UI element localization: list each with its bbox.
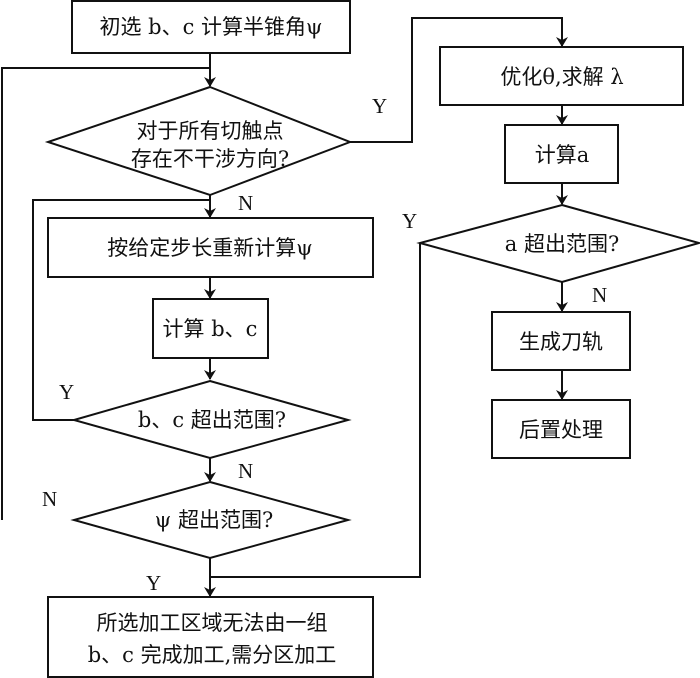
node-bc-range: b、c 超出范围?: [70, 379, 352, 460]
node-a-range: a 超出范围?: [416, 203, 700, 284]
node-check-direction-line1: 对于所有切触点: [137, 119, 284, 143]
node-postprocess: 后置处理: [491, 399, 631, 459]
node-toolpath: 生成刀轨: [491, 311, 631, 371]
node-fail-line2: b、c 完成加工,需分区加工: [88, 643, 337, 667]
edge-bc-yes-loop: [32, 199, 210, 421]
node-a-range-text: a 超出范围?: [505, 232, 619, 256]
label-psi-no: N: [42, 487, 57, 511]
edge-check-yes: [350, 17, 568, 143]
edge-psi-no-loop: [1, 67, 210, 520]
node-recompute-psi-text: 按给定步长重新计算ψ: [107, 236, 312, 260]
node-recompute-psi: 按给定步长重新计算ψ: [47, 217, 374, 278]
node-toolpath-text: 生成刀轨: [519, 330, 603, 354]
node-compute-bc-text: 计算 b、c: [163, 317, 258, 341]
node-optimize-text: 优化θ,求解 λ: [500, 65, 623, 89]
label-check-yes: Y: [372, 94, 387, 118]
branch-labels: Y N Y N N Y Y N: [42, 94, 607, 595]
node-psi-range-text: ψ 超出范围?: [155, 508, 273, 532]
node-fail: 所选加工区域无法由一组 b、c 完成加工,需分区加工: [47, 596, 374, 678]
label-bc-no: N: [238, 459, 253, 483]
node-compute-bc: 计算 b、c: [152, 298, 269, 359]
node-init-text: 初选 b、c 计算半锥角ψ: [99, 15, 322, 39]
label-psi-yes: Y: [146, 571, 161, 595]
node-check-direction-line2: 存在不干涉方向?: [131, 147, 289, 171]
label-a-yes: Y: [402, 209, 417, 233]
node-fail-line1: 所选加工区域无法由一组: [97, 611, 328, 635]
edge-a-yes: [210, 243, 421, 578]
node-compute-a-text: 计算a: [535, 143, 590, 167]
node-psi-range: ψ 超出范围?: [70, 480, 352, 560]
node-optimize: 优化θ,求解 λ: [439, 46, 684, 106]
connectors: [1, 17, 568, 597]
label-check-no: N: [238, 191, 253, 215]
label-bc-yes: Y: [59, 380, 74, 404]
node-compute-a: 计算a: [504, 124, 619, 184]
node-init: 初选 b、c 计算半锥角ψ: [71, 0, 351, 54]
node-bc-range-text: b、c 超出范围?: [138, 408, 286, 432]
node-check-direction: 对于所有切触点 存在不干涉方向?: [44, 85, 353, 197]
node-postprocess-text: 后置处理: [519, 418, 603, 442]
label-a-no: N: [592, 283, 607, 307]
